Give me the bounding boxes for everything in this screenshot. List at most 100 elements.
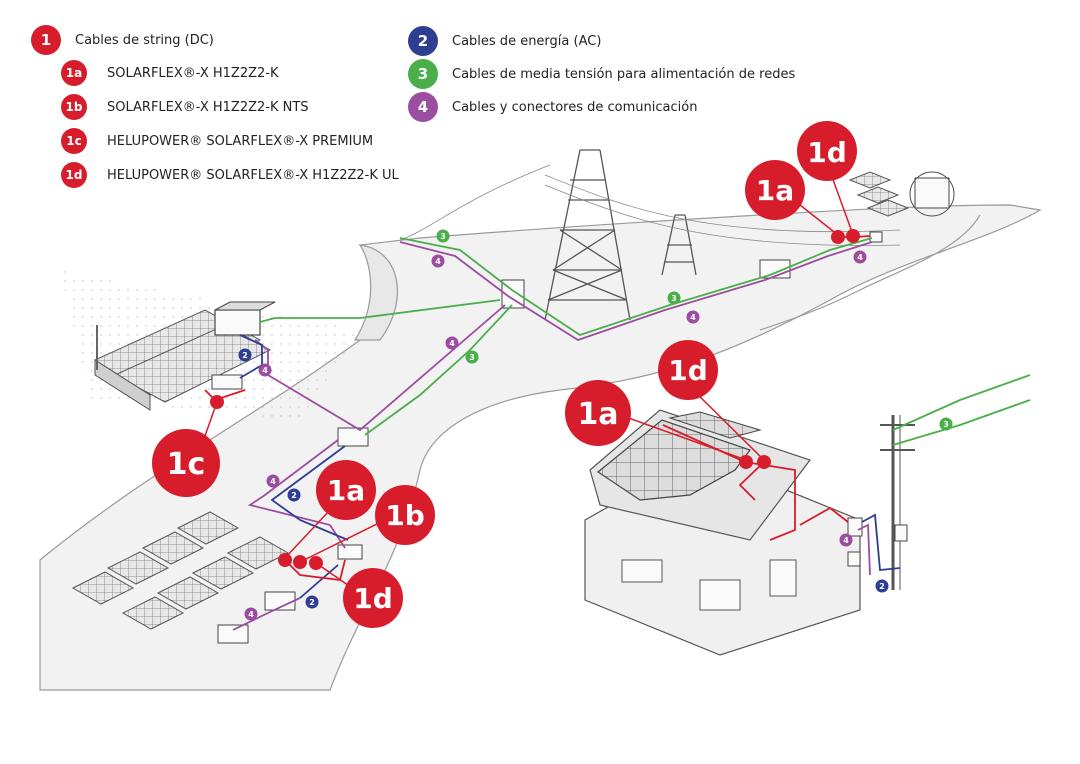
legend-badge: 1d — [61, 162, 87, 188]
legend-badge: 1b — [61, 94, 87, 120]
callout-1d-left: 1d — [343, 568, 403, 628]
cable-green-mv — [399, 237, 873, 336]
marker-2: 2 — [238, 348, 252, 362]
cable-purple-comm — [399, 241, 873, 341]
connector-dot — [831, 230, 845, 244]
callout-1a-house: 1a — [565, 380, 631, 446]
cable-green-grid — [892, 374, 1031, 431]
marker-label: 2 — [879, 582, 885, 591]
cable-red-left — [284, 559, 346, 581]
legend-item-3: 3 Cables de media tensión para alimentac… — [408, 59, 795, 89]
legend-badge: 2 — [408, 26, 438, 56]
marker-2: 2 — [875, 579, 889, 593]
callout-label: 1a — [327, 474, 365, 507]
marker-4: 4 — [686, 310, 700, 324]
marker-3: 3 — [465, 350, 479, 364]
legend-item-1: 1 Cables de string (DC) — [31, 25, 214, 55]
connection-dots — [210, 229, 860, 570]
callout-label: 1d — [353, 582, 393, 615]
marker-4: 4 — [839, 533, 853, 547]
cable-blue-left — [270, 445, 349, 541]
marker-2: 2 — [305, 595, 319, 609]
callout-label: 1b — [385, 499, 425, 532]
marker-4: 4 — [266, 474, 280, 488]
callout-bubbles: 1d 1a 1d 1a 1c 1a 1b 1d — [152, 121, 857, 628]
cable-red-house-2 — [799, 506, 849, 526]
marker-label: 4 — [843, 536, 849, 545]
legend-item-1c: 1c HELUPOWER® SOLARFLEX®-X PREMIUM — [61, 128, 373, 154]
marker-label: 4 — [435, 257, 441, 266]
legend-badge: 1 — [31, 25, 61, 55]
marker-label: 4 — [262, 366, 268, 375]
connector-dot — [309, 556, 323, 570]
connector-dot — [757, 455, 771, 469]
cable-green-grid-2 — [892, 399, 1031, 446]
cable-blue-house — [861, 513, 901, 571]
legend-badge: 3 — [408, 59, 438, 89]
marker-label: 2 — [291, 491, 297, 500]
legend-item-1b: 1b SOLARFLEX®-X H1Z2Z2-K NTS — [61, 94, 309, 120]
solar-farm-bottom-left — [71, 427, 369, 644]
callout-label: 1d — [668, 354, 708, 387]
marker-label: 2 — [309, 598, 315, 607]
legend-badge: 4 — [408, 92, 438, 122]
marker-3: 3 — [939, 417, 953, 431]
connector-dot — [739, 455, 753, 469]
power-pylons — [399, 149, 901, 321]
callout-label: 1a — [577, 397, 618, 432]
legend-item-1d: 1d HELUPOWER® SOLARFLEX®-X H1Z2Z2-K UL — [61, 162, 399, 188]
callout-leaders — [199, 162, 853, 591]
legend-label: SOLARFLEX®-X H1Z2Z2-K — [107, 65, 279, 81]
solar-farm-top-left — [93, 301, 276, 411]
connector-dot — [210, 395, 224, 409]
callout-1b-left: 1b — [375, 485, 435, 545]
callout-1d-top: 1d — [797, 121, 857, 181]
cable-blue-farm — [239, 334, 263, 379]
marker-4: 4 — [853, 250, 867, 264]
marker-3: 3 — [667, 291, 681, 305]
residential-house — [584, 409, 915, 656]
callout-1d-house: 1d — [658, 340, 718, 400]
marker-label: 3 — [943, 420, 949, 429]
marker-2: 2 — [287, 488, 301, 502]
legend-label: Cables de energía (AC) — [452, 33, 602, 49]
marker-label: 3 — [671, 294, 677, 303]
cable-purple-bottom — [232, 597, 301, 631]
cable-blue-bottom — [299, 564, 339, 599]
marker-label: 4 — [690, 313, 696, 322]
cable-purple-left — [247, 439, 346, 549]
cable-green-farm — [259, 299, 501, 323]
legend-badge: 1c — [61, 128, 87, 154]
marker-3: 3 — [436, 229, 450, 243]
legend-label: HELUPOWER® SOLARFLEX®-X H1Z2Z2-K UL — [107, 167, 399, 183]
solar-trackers-top-right — [501, 171, 955, 309]
callout-label: 1d — [807, 136, 847, 169]
callout-label: 1a — [756, 174, 794, 207]
marker-label: 4 — [857, 253, 863, 262]
cable-purple-house — [857, 523, 871, 576]
callout-1c: 1c — [152, 429, 220, 497]
marker-4: 4 — [431, 254, 445, 268]
legend-label: Cables de string (DC) — [75, 32, 214, 48]
legend-label: Cables de media tensión para alimentació… — [452, 66, 796, 82]
cliff-rock — [353, 244, 398, 341]
connector-dot — [846, 229, 860, 243]
road — [759, 214, 981, 331]
marker-label: 2 — [242, 351, 248, 360]
cable-green-mv-2 — [364, 304, 513, 436]
marker-4: 4 — [258, 363, 272, 377]
cable-markers: 3 4 3 4 4 4 3 2 4 4 2 2 4 3 4 2 — [238, 229, 953, 621]
callout-label: 1c — [167, 447, 206, 482]
marker-label: 3 — [469, 353, 475, 362]
legend-item-1a: 1a SOLARFLEX®-X H1Z2Z2-K — [61, 60, 279, 86]
marker-4: 4 — [445, 336, 459, 350]
marker-label: 4 — [449, 339, 455, 348]
marker-4: 4 — [244, 607, 258, 621]
marker-label: 4 — [248, 610, 254, 619]
connector-dot — [293, 555, 307, 569]
marker-label: 3 — [440, 232, 446, 241]
callout-1a-left: 1a — [316, 460, 376, 520]
legend-label: Cables y conectores de comunicación — [452, 99, 698, 115]
